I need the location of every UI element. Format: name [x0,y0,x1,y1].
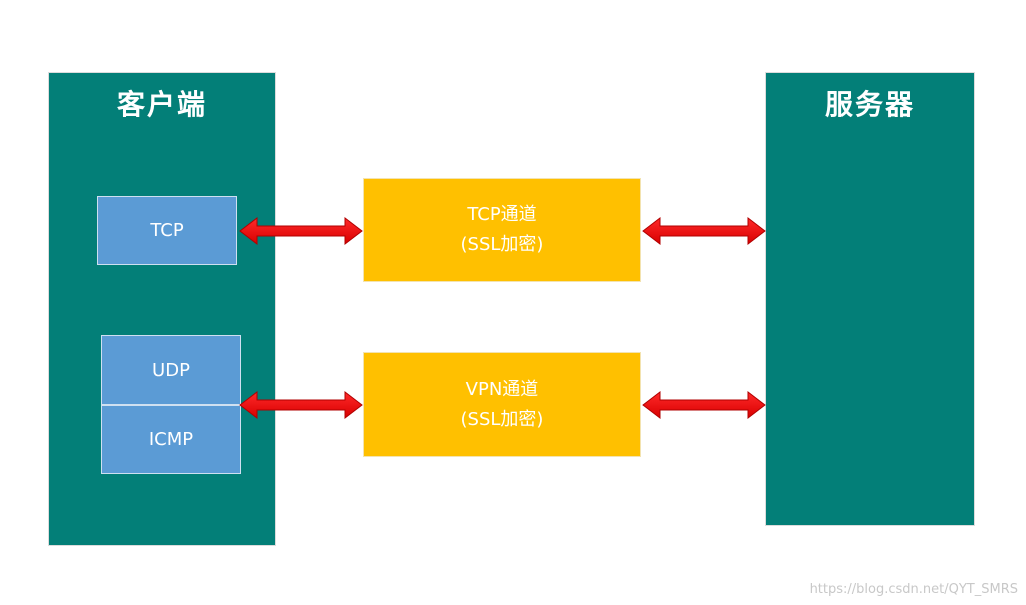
udp-protocol-label: UDP [152,359,190,381]
vpn-client-tunnel-arrow [239,390,363,420]
tcp-protocol-label: TCP [150,220,184,241]
server-title: 服务器 [824,88,915,121]
tcp-client-tunnel-arrow [239,216,363,246]
tcp-protocol-box: TCP [97,196,237,265]
tcp-tunnel-server-arrow [642,216,766,246]
udp-protocol-box: UDP [101,335,241,405]
tcp-tunnel-box: TCP通道 (SSL加密) [363,178,641,282]
vpn-tunnel-box: VPN通道 (SSL加密) [363,352,641,457]
server-panel: 服务器 [766,73,974,525]
vpn-tunnel-server-arrow [642,390,766,420]
icmp-protocol-label: ICMP [148,429,194,450]
tcp-tunnel-name: TCP通道 [467,204,537,225]
vpn-tunnel-encryption: (SSL加密) [460,408,544,430]
tcp-tunnel-encryption: (SSL加密) [460,234,544,255]
client-title: 客户端 [116,88,207,121]
icmp-protocol-box: ICMP [101,405,241,474]
watermark: https://blog.csdn.net/QYT_SMRS [809,582,1018,597]
vpn-tunnel-name: VPN通道 [465,378,539,400]
